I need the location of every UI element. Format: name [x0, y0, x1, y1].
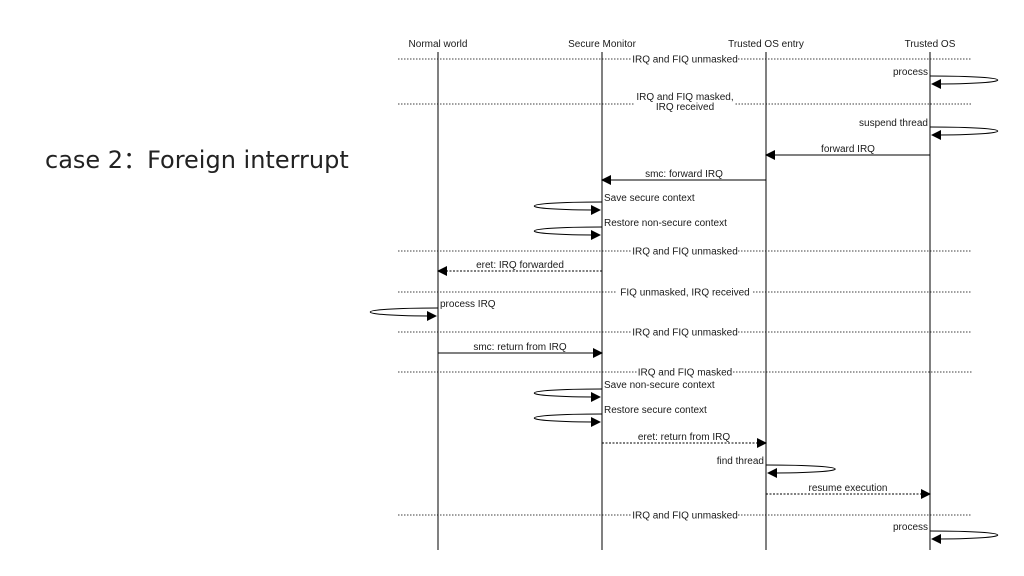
divider-label: IRQ and FIQ masked: [638, 368, 732, 379]
self-loop-arrow: [533, 413, 603, 427]
self-loop-arrow: [533, 388, 603, 402]
self-loop-label: process: [893, 67, 928, 78]
self-loop-label: Save non-secure context: [604, 380, 715, 391]
self-loop-arrow: [369, 307, 439, 321]
self-loop-label: Restore non-secure context: [604, 218, 727, 229]
divider-label: IRQ and FIQ unmasked: [632, 511, 738, 522]
divider-label: FIQ unmasked, IRQ received: [620, 288, 750, 299]
participant-trusted-os-entry: Trusted OS entry: [728, 39, 804, 50]
participant-trusted-os: Trusted OS: [905, 39, 956, 50]
slide-title: case 2：Foreign interrupt: [45, 146, 349, 174]
divider-label: IRQ and FIQ unmasked: [632, 55, 738, 66]
self-loop-arrow: [929, 126, 999, 140]
self-loop-label: Restore secure context: [604, 405, 707, 416]
message-label: resume execution: [809, 483, 888, 494]
message-label: eret: IRQ forwarded: [476, 260, 564, 271]
self-loop-label: suspend thread: [859, 118, 928, 129]
message-label: forward IRQ: [821, 144, 875, 155]
message-label: smc: return from IRQ: [473, 342, 567, 353]
self-loop-arrow: [533, 226, 603, 240]
self-loop-arrow: [929, 530, 999, 544]
self-loop-label: Save secure context: [604, 193, 695, 204]
divider-label: IRQ and FIQ masked,IRQ received: [636, 92, 733, 113]
divider-label: IRQ and FIQ unmasked: [632, 328, 738, 339]
message-label: smc: forward IRQ: [645, 169, 723, 180]
divider-label: IRQ and FIQ unmasked: [632, 247, 738, 258]
self-loop-arrow: [765, 464, 836, 478]
message-label: eret: return from IRQ: [638, 432, 730, 443]
self-loop-arrow: [533, 201, 603, 215]
self-loop-label: find thread: [717, 456, 764, 467]
participant-secure-monitor: Secure Monitor: [568, 39, 636, 50]
self-loop-arrow: [929, 75, 999, 89]
participant-normal-world: Normal world: [409, 39, 468, 50]
self-loop-label: process IRQ: [440, 299, 496, 310]
self-loop-label: process: [893, 522, 928, 533]
